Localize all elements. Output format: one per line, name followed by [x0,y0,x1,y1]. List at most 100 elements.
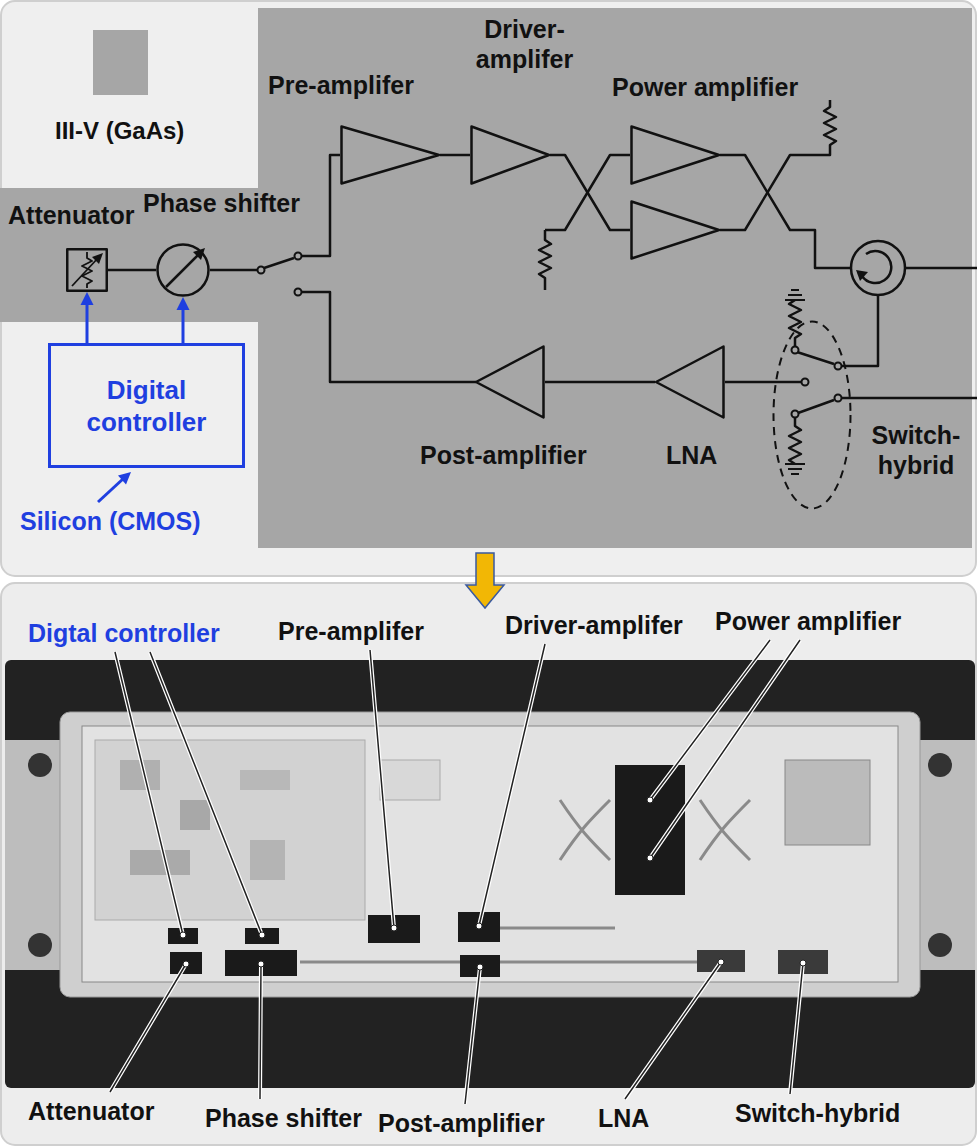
leader-dot [183,961,189,967]
attenuator-box-outline [67,249,107,291]
module-photo [697,950,745,972]
amplifier-triangle-outline [632,127,720,184]
phase-shifter-circle-outline [156,243,210,297]
attenuator-box-outline [72,258,98,286]
switch-hybrid-ellipse: Switch-hybrid [772,320,852,510]
part-label: Post-amplifier [378,1108,545,1138]
amplifier-triangle-outline [470,125,550,185]
component-label: Attenuator [8,200,134,230]
rf-wiring [302,155,340,256]
module-photo [130,850,190,875]
connector [725,382,772,383]
component-label: Switch-hybrid [860,420,972,480]
amplifier-triangle-outline [475,345,545,419]
connector [440,154,470,157]
switch-contact [802,379,809,386]
connector [108,269,156,272]
legend-swatch [93,30,148,95]
leader-dot [647,855,653,861]
phase-shifter-circle: Phase shifter [156,243,210,297]
connector [545,382,655,383]
legend-text: III-V (GaAs) [55,116,184,146]
switch-contact [295,289,302,296]
rf-wiring [772,381,801,384]
component-label: Power amplifier [612,72,798,102]
module-photo [380,760,440,800]
leader-dot [647,797,653,803]
rf-wiring [842,295,878,366]
amplifier-triangle: Power amplifier [630,125,720,185]
leader-dot [800,960,806,966]
module-photo [240,770,290,790]
module-photo [458,912,500,942]
connector [86,302,89,343]
switch-contact [792,347,799,354]
connector [440,155,470,156]
component-label: Digital controller [59,374,234,438]
part-label: LNA [598,1103,649,1133]
module-photo [785,760,870,845]
panel-background [1,1,976,576]
module-photo [28,933,52,957]
leader-dot [718,959,724,965]
rf-wiring [550,155,630,230]
leader-line [110,640,803,1104]
switch-contact [258,253,842,418]
connector [545,381,655,384]
part-label: Silicon (CMOS) [20,506,201,536]
part-label: Pre-amplifer [278,616,424,646]
switch-contact [258,267,265,274]
switch-contact [835,363,842,370]
rf-wiring [905,267,977,270]
cmos-pointer [98,472,131,502]
phase-shifter-circle-outline [193,248,205,260]
module-photo [28,753,52,777]
rf-wiring [842,397,977,400]
switch-hybrid-ellipse-outline [772,320,852,510]
leader-dot [477,964,483,970]
leader-dot [476,923,482,929]
amplifier-triangle: LNA [655,345,725,419]
component-label: Post-amplifier [420,440,587,470]
amplifier-triangle-outline [472,127,550,184]
rf-wiring [789,300,801,346]
part-label: Attenuator [28,1096,154,1126]
rf-wiring [720,100,836,230]
connector [182,307,185,343]
switch-contact [835,395,842,402]
phase-shifter-circle-outline [166,254,199,287]
rf-wiring [785,464,805,474]
switch-hybrid-ellipse-outline [774,322,851,509]
rf-wiring [539,230,551,290]
amplifier-triangle: Post-amplifier [475,345,545,419]
component-label: Driver-amplifer [462,14,587,74]
cmos-pointer [98,478,124,502]
switch-contact [792,411,799,418]
circulator-arrowhead [856,270,868,281]
amplifier-triangle-outline [656,347,724,418]
connector [81,292,94,343]
amplifier-triangle-outline [340,125,440,185]
module-photo [928,933,952,957]
phase-shifter-circle-outline [158,245,209,296]
leader-line [110,640,803,1104]
leader-dot [391,925,397,931]
rf-wiring [632,202,720,259]
component-label: Pre-amplifer [268,70,414,100]
amplifier-triangle: Pre-amplifer [340,125,440,185]
rf-wiring [798,400,834,413]
part-label: Driver-amplifer [505,610,683,640]
amplifier-triangle-outline [342,127,440,184]
module-photo [928,753,952,777]
module-photo [615,765,685,895]
cmos-pointer [118,472,131,485]
gaas-region [0,8,972,548]
component-label: Phase shifter [143,188,300,218]
part-label: Digtal controller [28,618,220,648]
part-label: Phase shifter [205,1103,362,1133]
rf-wiring [851,241,905,295]
rf-wiring [264,258,294,268]
